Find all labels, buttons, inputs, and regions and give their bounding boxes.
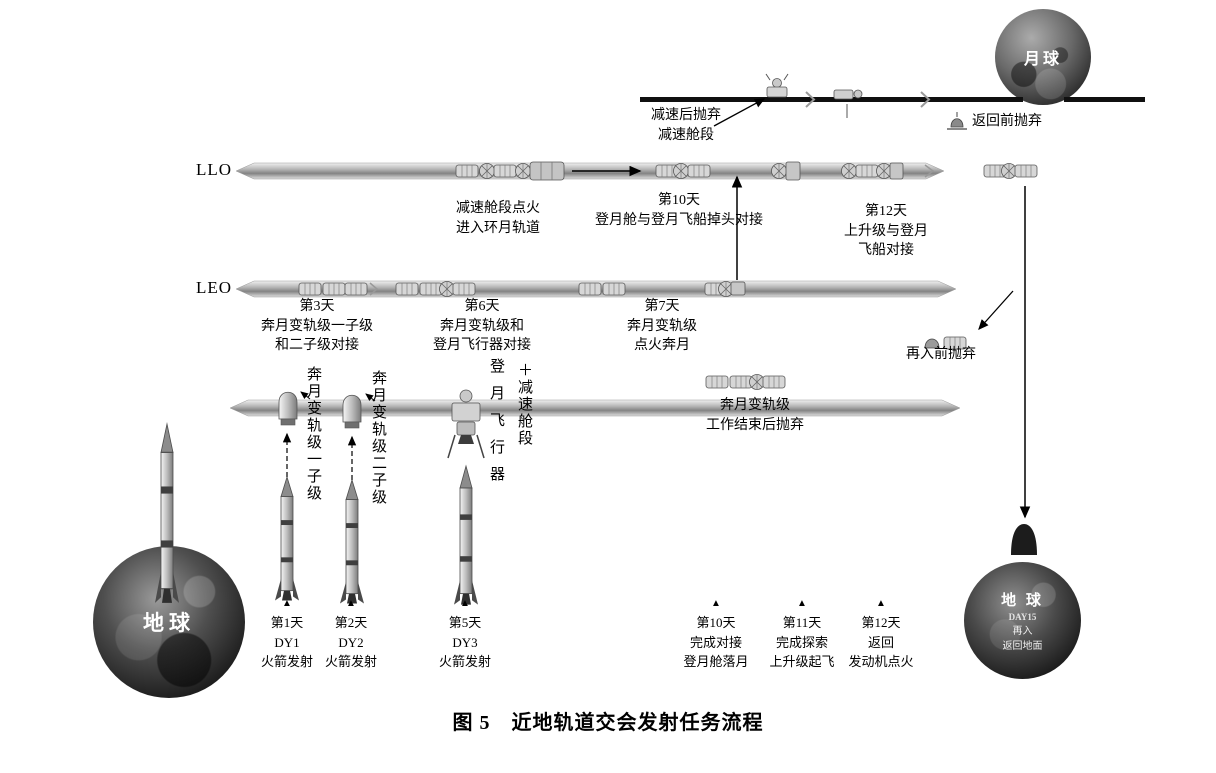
annotation-decel-ignition: 减速舱段点火 进入环月轨道 <box>456 201 540 236</box>
timeline-line3: 火箭发射 <box>438 654 491 669</box>
vertical-label-tli-stage1: 奔月变轨级一子级 <box>305 366 321 502</box>
leo-chevron-icon <box>369 282 379 296</box>
timeline-line3: 发动机点火 <box>848 654 914 669</box>
annotation-day7-ignition: 第7天 奔月变轨级 点火奔月 <box>627 299 697 354</box>
timeline-event-day5: ▲ 第5天 DY3 火箭发射 <box>417 598 513 672</box>
leo-label: LEO <box>196 278 233 297</box>
triangle-marker-icon: ▲ <box>797 598 807 609</box>
timeline-line3: 火箭发射 <box>260 654 313 669</box>
leo-injection-craft-icon <box>704 281 746 297</box>
payload-capsule-icon-1 <box>278 391 298 426</box>
annotation-tli-stage-jettison: 奔月变轨级 工作结束后抛弃 <box>706 398 804 433</box>
payload-capsule-icon-2 <box>342 394 362 429</box>
annotation-day12-docking: 第12天 上升级与登月 飞船对接 <box>844 204 928 259</box>
jettison-decel-arrow <box>713 98 766 127</box>
annotation-day3-docking: 第3天 奔月变轨级一子级 和二子级对接 <box>261 299 373 354</box>
earth-return: 地 球 DAY15 再入 返回地面 <box>964 562 1081 679</box>
leo-day6-stack-icon <box>395 281 476 297</box>
annotation-day10-docking: 第10天 登月舱与登月飞船掉头对接 <box>595 193 763 228</box>
timeline-line2: 完成探索 <box>775 634 828 650</box>
timeline-line2: DY3 <box>452 634 478 650</box>
timeline-day: 第12天 <box>861 615 901 630</box>
vertical-label-decel-module: ＋减速舱段 <box>516 362 532 447</box>
earth-return-day: DAY15 <box>1008 612 1037 622</box>
return-capsule-icon <box>1011 524 1037 555</box>
llo-chevron-icon <box>924 164 935 178</box>
annotation-jettison-decel-module: 减速后抛弃 减速舱段 <box>651 108 721 143</box>
timeline-day: 第2天 <box>334 615 368 630</box>
stage2-pointer-arrow <box>365 393 376 402</box>
timeline-line3: 火箭发射 <box>324 654 377 669</box>
timeline-line2: 完成对接 <box>689 634 742 650</box>
triangle-marker-icon: ▲ <box>711 598 721 609</box>
llo-label: LLO <box>196 160 233 179</box>
timeline-line2: DY1 <box>274 634 300 650</box>
moon: 月球 <box>995 9 1091 105</box>
timeline-event-day11: ▲ 第11天 完成探索 上升级起飞 <box>754 598 850 672</box>
timeline-day: 第5天 <box>448 615 482 630</box>
rocket-icon-dy2 <box>339 479 365 604</box>
timeline-event-day12: ▲ 第12天 返回 发动机点火 <box>833 598 929 672</box>
vertical-label-lunar-lander: 登月飞行器 <box>488 358 504 493</box>
jettisoned-tli-stage-icons <box>705 374 786 390</box>
leo-day3-stack-icon <box>298 282 368 296</box>
reentry-jettison-icons <box>924 336 967 350</box>
timeline-line3: 登月舱落月 <box>683 654 749 669</box>
rocket-icon-dy1 <box>274 476 300 601</box>
vertical-label-tli-stage2: 奔月变轨级二子级 <box>370 370 386 506</box>
ascent-spacecraft-icon-2 <box>833 89 863 118</box>
earth-launch-label: 地球 <box>143 611 195 635</box>
timeline-line2: DY2 <box>338 634 364 650</box>
timeline-line3: 上升级起飞 <box>769 654 835 669</box>
stage1-pointer-arrow <box>300 391 311 400</box>
timeline-event-day2: ▲ 第2天 DY2 火箭发射 <box>303 598 399 672</box>
llo-assembly-icon <box>455 161 565 181</box>
timeline-event-day10: ▲ 第10天 完成对接 登月舱落月 <box>668 598 764 672</box>
triangle-marker-icon: ▲ <box>876 598 886 609</box>
earth-return-line2: 返回地面 <box>1002 641 1043 652</box>
transfer-orbit-band <box>229 399 961 417</box>
llo-day10-craft-icon <box>655 163 711 179</box>
rocket-icon-left <box>154 423 180 604</box>
annotation-jettison-before-return: 返回前抛弃 <box>972 114 1042 129</box>
timeline-day: 第1天 <box>270 615 304 630</box>
ascent-spacecraft-icon-1 <box>765 73 789 98</box>
triangle-marker-icon: ▲ <box>460 598 470 609</box>
llo-departing-craft-icon <box>983 163 1038 179</box>
lunar-trajectory-line <box>640 91 1145 108</box>
earth-return-label: 地 球 <box>1001 593 1044 609</box>
timeline-event-day1: ▲ 第1天 DY1 火箭发射 <box>239 598 335 672</box>
timeline-day: 第10天 <box>696 615 736 630</box>
annotation-jettison-before-reentry: 再入前抛弃 <box>906 347 976 362</box>
lunar-lander-stack-icon <box>447 389 485 459</box>
rocket-icon-dy3 <box>453 465 479 606</box>
timeline-line2: 返回 <box>867 634 894 650</box>
llo-craft-icon-3 <box>771 161 801 181</box>
triangle-marker-icon: ▲ <box>282 598 292 609</box>
moon-label: 月球 <box>1023 51 1062 68</box>
reentry-jettison-arrow <box>978 290 1014 330</box>
earth-return-line1: 再入 <box>1012 626 1033 637</box>
return-jettison-craft-icon <box>947 112 967 130</box>
annotation-day6-docking: 第6天 奔月变轨级和 登月飞行器对接 <box>433 299 531 354</box>
triangle-marker-icon: ▲ <box>346 598 356 609</box>
figure-caption: 图 5 近地轨道交会发射任务流程 <box>452 712 764 734</box>
llo-day12-craft-icon <box>841 162 904 180</box>
timeline-day: 第11天 <box>782 615 822 630</box>
